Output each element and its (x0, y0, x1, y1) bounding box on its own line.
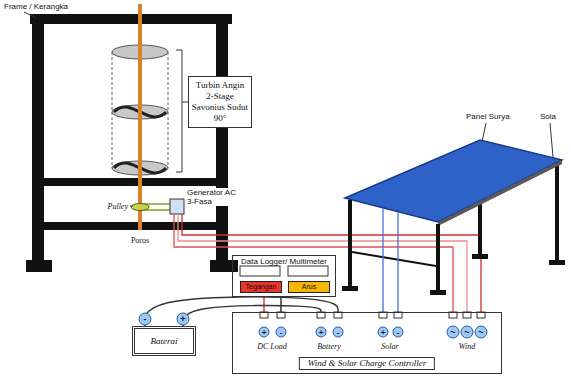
node-text: Turbin Angin 2-Stage Savonius Sudut 90° (191, 80, 249, 124)
part-label: Sola (540, 112, 556, 121)
battery-terminal (139, 313, 151, 325)
savonius-turbine (112, 4, 168, 230)
part-label: Poros (131, 236, 149, 245)
node-text: Data Logger/ Multimeter (235, 257, 333, 266)
frame-leg (216, 14, 228, 262)
part-label: - (397, 328, 400, 337)
part-label: - (280, 328, 283, 337)
node-text: Wind & Solar Charge Controller (299, 357, 435, 370)
leader-line (482, 123, 486, 142)
solar-wire (382, 208, 383, 312)
frame-foot (26, 260, 52, 272)
node-text: Arus (302, 283, 316, 291)
node-text: Baterai (151, 336, 178, 347)
part-label: - (337, 328, 340, 337)
wire-connector (263, 297, 264, 312)
part-label: ~ (450, 328, 455, 337)
leader-line (550, 123, 553, 157)
voltage-label-box: Tegangan (240, 281, 282, 293)
wind-wire (178, 214, 467, 312)
wire-connector (183, 305, 321, 326)
terminal-marker (259, 327, 269, 337)
data-logger-box: Data Logger/ MultimeterTegangan Arus (232, 255, 336, 297)
terminal-marker (447, 326, 459, 338)
generator (170, 199, 184, 214)
cylinder-line (112, 52, 113, 168)
stand-foot (472, 254, 488, 259)
frame (26, 14, 238, 272)
bracket (176, 50, 188, 172)
wind-wire (182, 214, 481, 312)
terminal-marker (461, 326, 473, 338)
pulley (131, 204, 149, 211)
terminal-marker (475, 326, 487, 338)
stand-leg (436, 224, 440, 292)
part-label: - (144, 315, 147, 324)
battery-box: Baterai (132, 326, 196, 356)
display-screen (240, 266, 280, 276)
stand-leg (555, 160, 559, 262)
part-label: + (381, 328, 386, 337)
stand-foot (549, 260, 565, 265)
frame-bar (44, 178, 216, 186)
part-label: Battery (317, 342, 341, 351)
wind-wire (174, 214, 453, 312)
terminal-markers (259, 326, 487, 338)
part-label: + (319, 328, 324, 337)
terminal-marker (333, 327, 343, 337)
stand-foot (342, 286, 358, 291)
frame-bar (30, 14, 232, 24)
terminal-marker (393, 327, 403, 337)
frame-bar (44, 222, 216, 230)
wire-connector (280, 297, 281, 312)
frame-foot (210, 260, 238, 272)
terminal-marker (316, 327, 326, 337)
part-label: ~ (464, 328, 469, 337)
leader-line (24, 12, 36, 18)
part-label: Wind (459, 342, 475, 351)
current-label-box: Arus (288, 281, 330, 293)
shaft (138, 4, 142, 230)
battery-terminal (177, 313, 189, 325)
part-label: + (262, 328, 267, 337)
part-label: ~ (478, 328, 483, 337)
panel-edge (438, 160, 562, 226)
part-label: Frame / Kerangka (4, 2, 68, 11)
terminal-marker (378, 327, 388, 337)
display-screen (288, 266, 328, 276)
solar-wire (397, 212, 398, 312)
part-label: + (180, 315, 185, 324)
stand-leg (348, 200, 352, 288)
panel-stand (342, 200, 446, 295)
stand-foot (430, 290, 446, 295)
cylinder-line (168, 52, 169, 168)
stand-bar (352, 252, 436, 266)
solar-panel (345, 140, 562, 222)
node-text: Tegangan (246, 283, 277, 291)
part-label: DC Load (257, 342, 287, 351)
part-label: Generator AC 3-Fasa (186, 188, 240, 206)
terminal-marker (276, 327, 286, 337)
part-label: Pulley (108, 202, 128, 211)
turbine-label-box: Turbin Angin 2-Stage Savonius Sudut 90° (188, 76, 252, 128)
part-label: Solar (381, 342, 398, 351)
part-label: Panel Surya (466, 112, 510, 121)
leader-line (130, 206, 133, 207)
frame-leg (32, 14, 44, 262)
